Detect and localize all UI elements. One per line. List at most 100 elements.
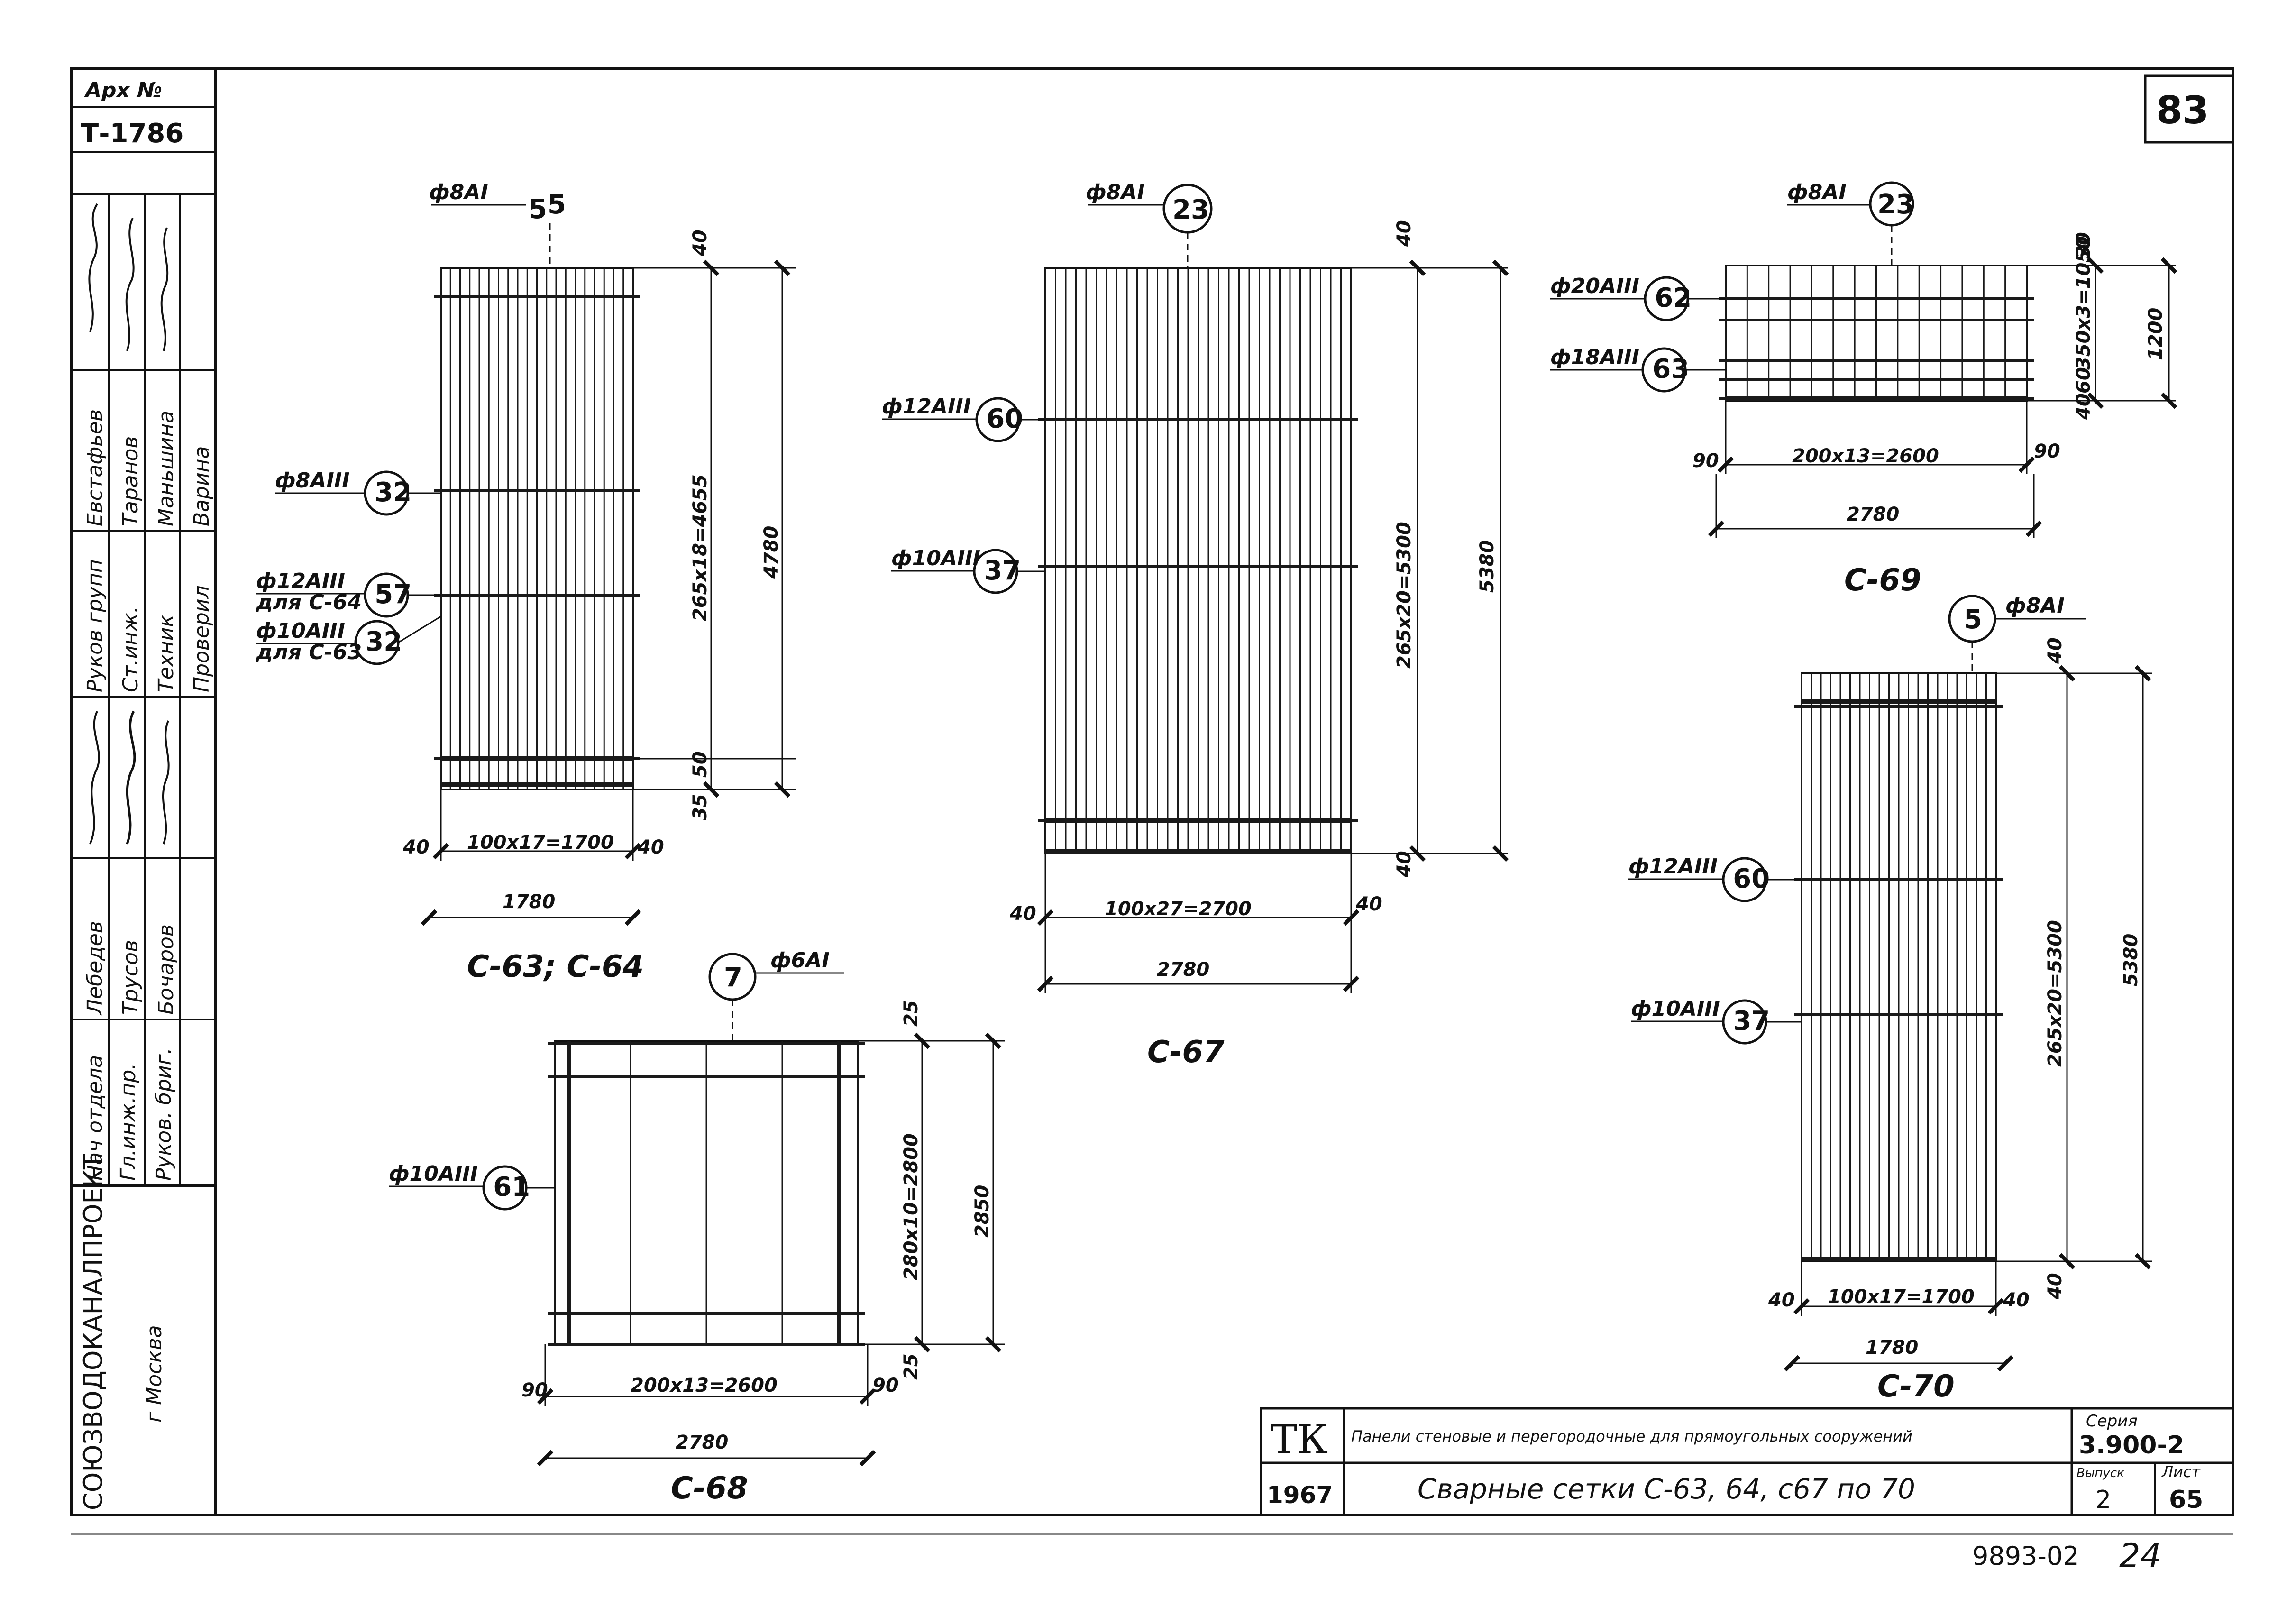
position-number: 57 <box>375 579 412 610</box>
signature-name: Лебедев <box>83 921 107 1016</box>
bar-spec-label: ф12АIII <box>256 569 345 593</box>
signature-name: Варина <box>190 446 214 526</box>
signature-role: Ст.инж. <box>119 606 143 692</box>
dimension-value: 25 <box>900 1000 922 1027</box>
mesh-c69 <box>1719 265 2034 402</box>
sheet-value: 65 <box>2169 1486 2203 1514</box>
series-value: 3.900-2 <box>2079 1431 2184 1460</box>
sheet-frame <box>70 67 2234 1516</box>
signature-scribble <box>162 720 170 845</box>
position-number: 7 <box>724 962 742 993</box>
title-project: Панели стеновые и перегородочные для пря… <box>1351 1427 1912 1445</box>
position-number: 32 <box>365 626 402 657</box>
bar-spec-label: ф8АI <box>1787 180 1847 204</box>
dimension-value: 40 <box>2044 1273 2066 1300</box>
bar-spec-label: ф6АI <box>770 948 830 973</box>
dimension-value: 2850 <box>971 1185 993 1238</box>
signature-role: Гл.инж.пр. <box>116 1063 140 1181</box>
archive-stamp-code: 9893-02 <box>1972 1541 2079 1571</box>
position-number: 37 <box>984 555 1021 586</box>
dimension-value: 2780 <box>1157 959 1209 981</box>
dimension-value: 100х27=2700 <box>1105 898 1252 920</box>
dimension-value: 100х17=1700 <box>467 832 614 854</box>
mesh-c67 <box>1038 267 1358 854</box>
dimension-value: 25 <box>900 1353 922 1380</box>
caption-c63: С-63; С-64 <box>467 949 644 984</box>
bar-note: для С-63 <box>256 640 362 664</box>
dimension-value: 5380 <box>1476 540 1498 593</box>
dimension-value: 90 <box>521 1379 548 1401</box>
bar-note: для С-64 <box>256 590 362 615</box>
position-number: 61 <box>493 1172 530 1203</box>
dimension-value: 1200 <box>2145 308 2167 360</box>
archive-number: Т-1786 <box>81 118 183 149</box>
dimension-value: 40 <box>1355 893 1382 915</box>
sheet-number-box: 83 <box>2144 74 2234 144</box>
position-number: 5 <box>548 189 566 220</box>
dimension-value: 40 <box>1768 1289 1795 1311</box>
dimension-value: 90 <box>1692 450 1719 472</box>
dimension-value: 40 <box>2003 1289 2030 1311</box>
dimension-value: 40 <box>2073 393 2095 420</box>
position-number: 60 <box>1733 863 1770 894</box>
series-label: Серия <box>2086 1412 2138 1431</box>
archive-block: Арх № Т-1786 <box>71 78 216 195</box>
signature-role: Техник <box>154 615 178 692</box>
caption-c67: С-67 <box>1147 1035 1225 1070</box>
dimension-value: 265х20=5300 <box>2044 920 2066 1067</box>
issue-label: Выпуск <box>2076 1466 2124 1480</box>
dimension-value: 200х13=2600 <box>1792 445 1939 467</box>
organization-name: СОЮЗВОДОКАНАЛПРОЕКТ <box>78 1153 108 1510</box>
leader-line <box>398 615 441 643</box>
signature-role: Руков. бриг. <box>152 1047 176 1181</box>
dimension-value: 265х18=4655 <box>689 474 711 621</box>
dimension-value: 60 <box>2073 367 2095 394</box>
signature-name: Таранов <box>119 436 143 526</box>
archive-stamp-page: 24 <box>2119 1536 2161 1575</box>
bar-spec-label: ф10АIII <box>256 619 345 643</box>
dimension-value: 90 <box>872 1375 899 1396</box>
dimension-value: 1780 <box>1866 1337 1918 1359</box>
dimension-value: 200х13=2600 <box>631 1375 778 1396</box>
position-number: 63 <box>1652 354 1689 385</box>
position-number: 60 <box>986 404 1023 434</box>
dimension-value: 50 <box>689 751 711 778</box>
position-number: 62 <box>1655 283 1692 313</box>
sheet-label: Лист <box>2161 1463 2201 1481</box>
bar-spec-label: ф20АIII <box>1550 274 1639 298</box>
dimension-value: 40 <box>402 836 430 858</box>
archive-label: Арх № <box>84 78 162 102</box>
signature-role: Нач отдела <box>83 1055 107 1181</box>
dimension-value: 90 <box>2034 441 2060 462</box>
organization-block: СОЮЗВОДОКАНАЛПРОЕКТ г Москва <box>78 1153 166 1510</box>
bar-spec-label: ф10АIII <box>1631 997 1720 1021</box>
title-tk: ТК <box>1271 1416 1328 1463</box>
signature-block: Нач отделаЛебедевГл.инж.пр.ТрусовРуков. … <box>71 194 216 1187</box>
position-number: 37 <box>1733 1006 1770 1037</box>
title-year: 1967 <box>1267 1481 1333 1509</box>
dimension-value: 40 <box>637 836 664 858</box>
position-number: 23 <box>1877 189 1914 220</box>
bar-spec-label: ф18АIII <box>1550 345 1639 369</box>
title-block: ТК 1967 Панели стеновые и перегородочные… <box>1260 1407 2234 1516</box>
caption-c68: С-68 <box>671 1471 748 1506</box>
signature-name: Евстафьев <box>83 409 107 526</box>
bar-spec-label: ф12АIII <box>882 395 971 419</box>
dimension-value: 280х10=2800 <box>900 1133 922 1280</box>
signature-scribble <box>125 218 135 351</box>
dimension-value: 2780 <box>676 1432 728 1453</box>
mesh-c68 <box>548 1040 865 1346</box>
dimension-value: 1780 <box>503 891 555 913</box>
bar-spec-label: ф10АIII <box>891 546 980 570</box>
signature-scribble <box>126 710 136 845</box>
signature-scribble <box>160 227 169 351</box>
dimension-value: 100х17=1700 <box>1828 1286 1975 1308</box>
signature-scribble <box>89 711 100 845</box>
bar-spec-label: ф10АIII <box>389 1162 478 1186</box>
caption-c69: С-69 <box>1844 563 1921 598</box>
signature-role: Руков групп <box>83 559 107 692</box>
dimension-value: 40 <box>1393 851 1415 878</box>
position-number: 5 <box>529 194 547 225</box>
